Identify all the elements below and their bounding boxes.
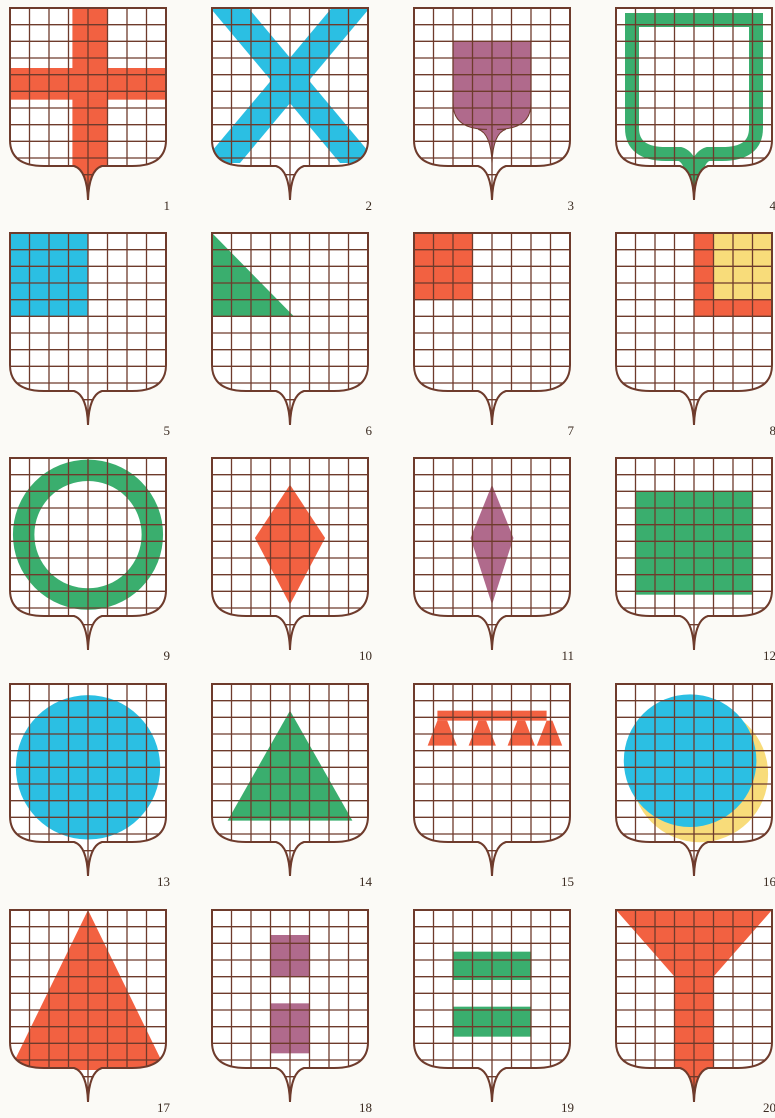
shield-number-10: 10 (348, 648, 372, 664)
shield-2 (202, 0, 378, 208)
shield-17 (10, 910, 166, 1110)
shield-11 (414, 458, 570, 658)
shield-number-4: 4 (752, 198, 775, 214)
shield-number-16: 16 (752, 874, 775, 890)
shield-1 (10, 8, 166, 218)
shield-6 (212, 233, 368, 433)
shield-14 (212, 684, 368, 884)
shield-number-1: 1 (146, 198, 170, 214)
shield-number-7: 7 (550, 423, 574, 439)
shield-18 (212, 910, 368, 1110)
shield-number-2: 2 (348, 198, 372, 214)
shield-13 (10, 684, 166, 884)
shield-7 (414, 233, 570, 433)
shield-12 (616, 458, 772, 658)
shield-number-5: 5 (146, 423, 170, 439)
shield-15 (414, 684, 570, 884)
shield-number-11: 11 (550, 648, 574, 664)
shield-number-14: 14 (348, 874, 372, 890)
shield-19 (414, 910, 570, 1110)
shield-number-20: 20 (752, 1100, 775, 1116)
shield-number-19: 19 (550, 1100, 574, 1116)
shield-4 (616, 8, 772, 208)
shield-number-3: 3 (550, 198, 574, 214)
shield-number-6: 6 (348, 423, 372, 439)
shield-number-18: 18 (348, 1100, 372, 1116)
shield-5 (10, 233, 166, 433)
shield-9 (10, 458, 166, 658)
shield-10 (212, 458, 368, 658)
shield-number-8: 8 (752, 423, 775, 439)
shield-number-17: 17 (146, 1100, 170, 1116)
shield-number-12: 12 (752, 648, 775, 664)
shield-3 (414, 8, 570, 208)
shield-number-15: 15 (550, 874, 574, 890)
shield-16 (616, 684, 772, 884)
shield-8 (616, 233, 772, 433)
shield-20 (616, 910, 772, 1118)
shield-number-13: 13 (146, 874, 170, 890)
shield-number-9: 9 (146, 648, 170, 664)
